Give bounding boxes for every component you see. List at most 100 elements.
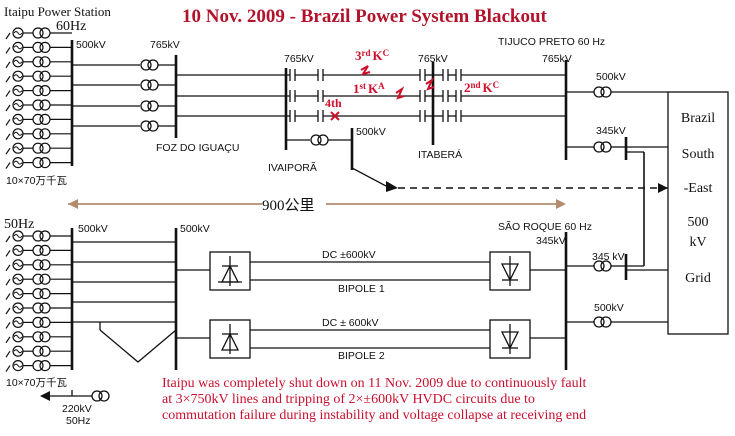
grid-label-line: kV xyxy=(689,235,706,250)
stepup-transformer-2 xyxy=(140,79,159,91)
ivaipora-arrow-stem xyxy=(351,158,387,187)
generator-50hz-unit xyxy=(5,244,72,257)
label-765kv-ivai: 765kV xyxy=(284,53,314,65)
generators-50hz xyxy=(5,230,72,372)
gen60-outgoing-lines xyxy=(72,64,140,127)
label-500kv-dc: 500kV xyxy=(180,223,210,235)
distance-arrow xyxy=(68,199,566,209)
generator-50hz-unit xyxy=(5,230,72,243)
generator-60hz-unit xyxy=(5,128,72,141)
bipole2-label: BIPOLE 2 xyxy=(338,350,385,362)
grid-label-line: 500 xyxy=(688,215,709,230)
sao-roque-345kv-feeder xyxy=(566,254,668,280)
series-capacitors-itab-east xyxy=(433,69,462,122)
brazil-grid-box xyxy=(667,91,729,335)
dashed-arrowhead xyxy=(658,183,668,193)
label-220kv: 220kV xyxy=(62,403,92,415)
generator-60hz-unit xyxy=(5,157,72,169)
generator-50hz-unit xyxy=(5,331,72,344)
grid-label-line: South xyxy=(682,147,715,162)
generator-60hz-unit xyxy=(5,56,72,69)
label-500kv-gen50: 500kV xyxy=(78,223,108,235)
feeder-220kv xyxy=(40,390,110,402)
label-500kv-tij: 500kV xyxy=(596,71,626,83)
label-345kv-tij: 345kV xyxy=(596,125,626,137)
generator-50hz-unit xyxy=(5,273,72,286)
fault-2nd-marker xyxy=(425,77,435,91)
generator-60hz-unit xyxy=(5,113,72,126)
series-capacitors-itab-west xyxy=(419,69,433,122)
itaipu-label: Itaipu Power Station xyxy=(4,4,111,19)
note-line: Itaipu was completely shut down on 11 No… xyxy=(162,376,586,391)
generator-60hz-unit xyxy=(5,70,72,83)
generator-50hz-unit xyxy=(5,360,72,372)
bipole1-label: BIPOLE 1 xyxy=(338,283,385,295)
label-500kv-gen60: 500kV xyxy=(76,39,106,51)
bipole-2 xyxy=(176,319,566,359)
grid-label-line: Brazil xyxy=(681,111,715,126)
distance-label: 900公里 xyxy=(262,197,315,214)
fault-1st-marker xyxy=(395,86,405,100)
grid-label-line: Grid xyxy=(685,271,711,286)
explanation-note: Itaipu was completely shut down on 11 No… xyxy=(162,376,586,423)
foz-label: FOZ DO IGUAÇU xyxy=(156,142,239,154)
generator-50hz-unit xyxy=(5,316,72,329)
sao-roque-500kv-feeder xyxy=(566,316,668,328)
grid-label-line: -East xyxy=(684,181,713,196)
label-765kv-itab: 765kV xyxy=(418,53,448,65)
units-60-label: 10×70万千瓦 xyxy=(6,175,67,187)
stepup-transformer-3 xyxy=(140,100,159,112)
itabera-label: ITABERÁ xyxy=(418,148,462,161)
generator-50hz-unit xyxy=(5,259,72,272)
inverter-1 xyxy=(489,251,531,291)
label-50hz-small: 50Hz xyxy=(66,415,91,427)
fault-4th-label: 4th xyxy=(325,96,342,110)
note-line: at 3×750kV lines and tripping of 2×±600k… xyxy=(162,392,535,407)
lines-itabera-tijuco xyxy=(461,74,566,117)
tijuco-500kv-feeder xyxy=(566,86,668,98)
generator-50hz-unit xyxy=(5,288,72,300)
series-capacitors-ivai xyxy=(286,69,324,122)
rectifier-2 xyxy=(209,319,251,359)
generator-60hz-unit xyxy=(5,41,72,54)
ivaipora-label: IVAIPORÃ xyxy=(268,161,317,174)
generator-50hz-unit xyxy=(5,302,72,315)
generator-60hz-unit xyxy=(5,142,72,155)
generator-50hz-unit xyxy=(5,345,72,358)
label-345kv-sr: 345kV xyxy=(536,235,566,247)
generator-60hz-unit xyxy=(5,99,72,112)
fault-4th-marker xyxy=(330,111,340,121)
generators-60hz xyxy=(5,27,72,169)
freq-60-label: 60Hz xyxy=(56,19,86,34)
dc2-label: DC ± 600kV xyxy=(322,317,379,329)
label-500kv-sr: 500kV xyxy=(594,302,624,314)
label-765kv-tij: 765kV xyxy=(542,53,572,65)
label-500kv-ivai: 500kV xyxy=(356,126,386,138)
generator-60hz-unit xyxy=(5,27,72,40)
tijuco-345kv-feeder xyxy=(566,137,668,160)
sao-roque-label: SÃO ROQUE 60 Hz xyxy=(498,220,592,233)
stepup-transformer-4 xyxy=(140,120,159,132)
fault-3rd-marker xyxy=(360,65,371,76)
rectifier-1 xyxy=(209,251,251,291)
bipole-1 xyxy=(176,251,566,291)
lines-foz-ivaipora xyxy=(176,74,286,117)
inverter-2 xyxy=(489,319,531,359)
freq-50-label: 50Hz xyxy=(4,217,34,232)
units-50-label: 10×70万千瓦 xyxy=(6,377,67,389)
generator-60hz-unit xyxy=(5,84,72,97)
note-line: commutation failure during instability a… xyxy=(162,408,586,423)
tijuco-label: TIJUCO PRETO 60 Hz xyxy=(498,36,605,48)
ivaipora-arrowhead xyxy=(386,181,398,192)
label-345kv-sr2: 345 kV xyxy=(592,251,625,263)
dc1-label: DC ±600kV xyxy=(322,249,376,261)
label-765kv-foz: 765kV xyxy=(150,39,180,51)
diagram-title: 10 Nov. 2009 - Brazil Power System Black… xyxy=(182,6,548,27)
gen50-to-dc-bus-lines xyxy=(72,241,177,363)
